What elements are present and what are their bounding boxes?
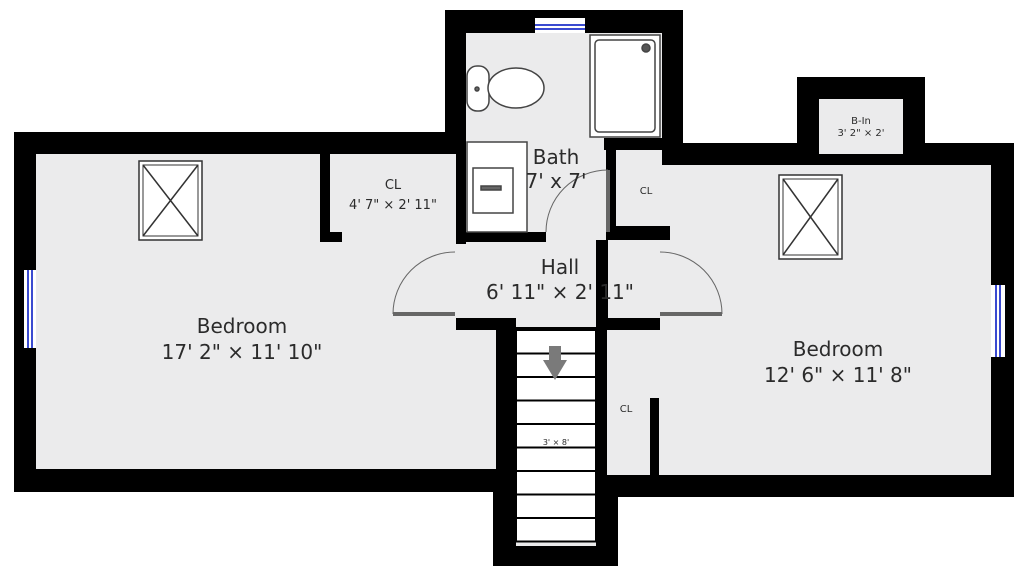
skylight-icon — [138, 160, 203, 241]
closet-top-dims: 4' 7" × 2' 11" — [349, 198, 437, 213]
stair-tread — [515, 517, 597, 543]
stair-down-arrow-icon — [543, 346, 567, 380]
toilet-icon — [466, 65, 545, 112]
window-left — [24, 270, 36, 348]
stair-tread — [515, 376, 597, 402]
bedroom-left-dims: 17' 2" × 11' 10" — [162, 340, 323, 364]
built-in-dims: 3' 2" × 2' — [837, 128, 884, 139]
bedroom-right-dims: 12' 6" × 11' 8" — [764, 363, 912, 387]
bedroom-right-name: Bedroom — [793, 337, 883, 361]
closet-top-name: CL — [385, 178, 402, 193]
stair-tread — [515, 470, 597, 496]
bath-dims: 7' x 7' — [526, 169, 587, 193]
stairs-dims: 3' × 8' — [543, 438, 569, 447]
window-right — [991, 285, 1005, 357]
closet-bath-name: CL — [640, 186, 653, 197]
windows — [24, 18, 1005, 357]
bedroom-left-name: Bedroom — [197, 314, 287, 338]
bath-name: Bath — [533, 145, 580, 169]
stair-tread — [515, 493, 597, 519]
hall-name: Hall — [541, 255, 579, 279]
stair-tread — [515, 446, 597, 472]
interior-walls — [320, 138, 674, 475]
sink-icon — [466, 141, 528, 233]
closet-right-name: CL — [620, 404, 633, 415]
hall-dims: 6' 11" × 2' 11" — [486, 280, 634, 304]
doors — [392, 169, 723, 316]
skylight-icon — [778, 174, 843, 260]
stair-tread — [515, 399, 597, 425]
shower-icon — [589, 34, 661, 138]
built-in-name: B-In — [851, 116, 871, 127]
